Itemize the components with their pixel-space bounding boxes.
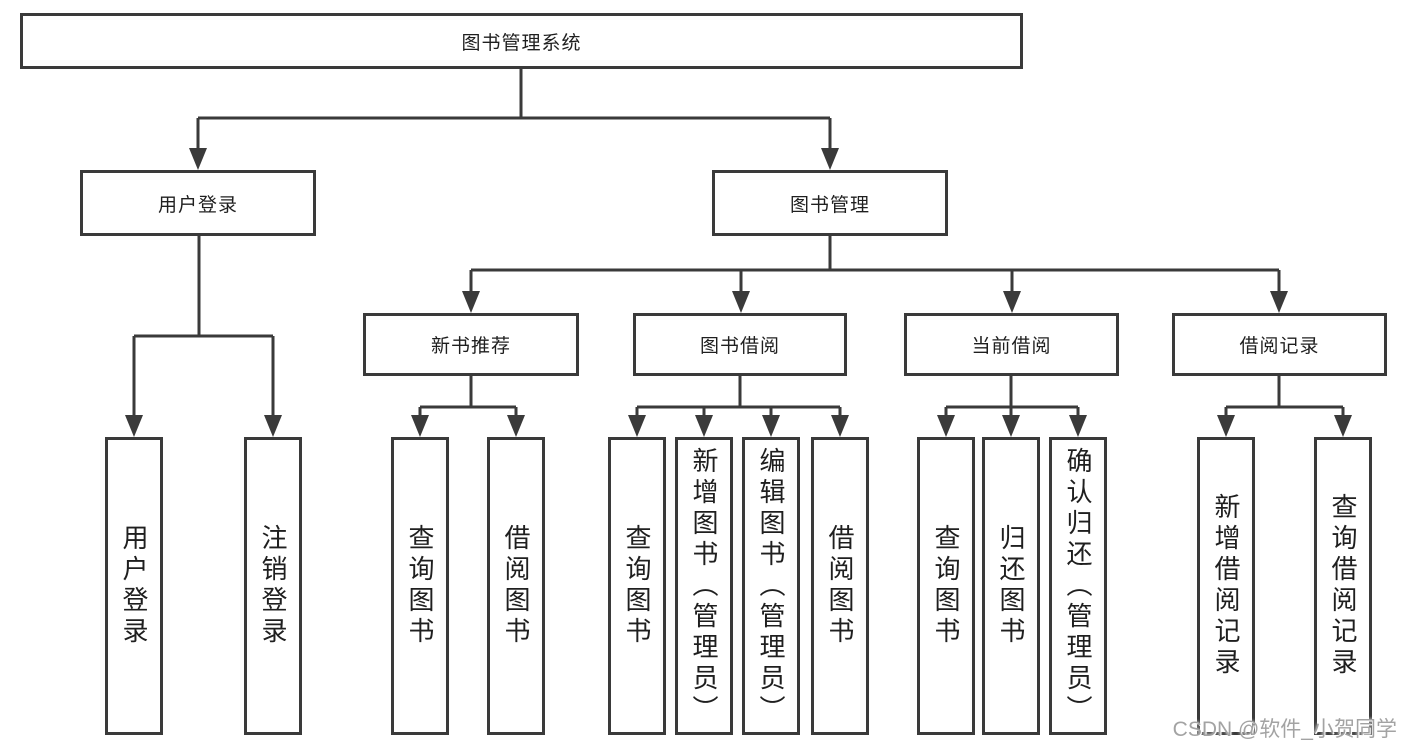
arrowhead-icon: [189, 148, 207, 170]
arrowhead-icon: [821, 148, 839, 170]
arrowhead-icon: [1003, 291, 1021, 313]
leaf-current-confirm-admin: 确认归还（管理员）: [1049, 437, 1107, 735]
leaf-borrow-edit-admin: 编辑图书（管理员）: [742, 437, 800, 735]
connector-user-login: [132, 236, 275, 417]
leaf-record-add: 新增借阅记录: [1197, 437, 1255, 735]
leaf-logout: 注销登录: [244, 437, 302, 735]
arrowhead-icon: [462, 291, 480, 313]
connector-root: [196, 69, 832, 150]
leaf-label: 归还图书: [996, 524, 1026, 648]
node-new-book-recommend: 新书推荐: [363, 313, 579, 376]
node-user-login-group: 用户登录: [80, 170, 316, 236]
connector-new-book: [418, 376, 518, 417]
arrowhead-icon: [831, 415, 849, 437]
arrowhead-icon: [507, 415, 525, 437]
leaf-label: 借阅图书: [501, 524, 531, 648]
leaf-current-return: 归还图书: [982, 437, 1040, 735]
leaf-label: 用户登录: [119, 524, 149, 648]
node-label: 用户登录: [157, 194, 238, 216]
leaf-user-login: 用户登录: [105, 437, 163, 735]
leaf-label: 注销登录: [258, 524, 288, 648]
node-root-label: 图书管理系统: [461, 32, 582, 54]
arrowhead-icon: [695, 415, 713, 437]
arrowhead-icon: [1334, 415, 1352, 437]
node-label: 图书管理: [789, 194, 870, 216]
arrowhead-icon: [411, 415, 429, 437]
leaf-label: 查询图书: [622, 524, 652, 648]
node-label: 当前借阅: [971, 336, 1052, 357]
connector-borrow-record: [1224, 376, 1345, 417]
leaf-newbook-query: 查询图书: [391, 437, 449, 735]
node-book-management: 图书管理: [712, 170, 948, 236]
arrowhead-icon: [732, 291, 750, 313]
leaf-label: 借阅图书: [825, 524, 855, 648]
leaf-label: 新增借阅记录: [1211, 493, 1241, 679]
arrowhead-icon: [125, 415, 143, 437]
connector-book-management: [469, 236, 1281, 293]
arrowhead-icon: [264, 415, 282, 437]
arrowhead-icon: [762, 415, 780, 437]
node-book-borrow: 图书借阅: [633, 313, 847, 376]
arrowhead-icon: [1002, 415, 1020, 437]
leaf-label: 查询借阅记录: [1328, 493, 1358, 679]
node-label: 新书推荐: [430, 336, 511, 357]
arrowhead-icon: [628, 415, 646, 437]
arrowhead-icon: [1069, 415, 1087, 437]
node-root: 图书管理系统: [20, 13, 1023, 69]
leaf-label: 编辑图书（管理员）: [756, 446, 786, 726]
arrowhead-icon: [1217, 415, 1235, 437]
node-label: 图书借阅: [699, 336, 780, 357]
leaf-newbook-borrow: 借阅图书: [487, 437, 545, 735]
leaf-borrow-add-admin: 新增图书（管理员）: [675, 437, 733, 735]
arrowhead-icon: [937, 415, 955, 437]
watermark: CSDN @软件_小贺同学: [1172, 718, 1397, 741]
leaf-borrow-query: 查询图书: [608, 437, 666, 735]
leaf-label: 查询图书: [405, 524, 435, 648]
arrowhead-icon: [1270, 291, 1288, 313]
leaf-record-query: 查询借阅记录: [1314, 437, 1372, 735]
leaf-label: 确认归还（管理员）: [1063, 446, 1093, 726]
connector-current-borrow: [944, 376, 1080, 417]
node-label: 借阅记录: [1239, 336, 1320, 357]
leaf-borrow-book: 借阅图书: [811, 437, 869, 735]
leaf-current-query: 查询图书: [917, 437, 975, 735]
node-current-borrow: 当前借阅: [904, 313, 1119, 376]
leaf-label: 查询图书: [931, 524, 961, 648]
connector-book-borrow: [635, 376, 842, 417]
node-borrow-record: 借阅记录: [1172, 313, 1387, 376]
leaf-label: 新增图书（管理员）: [689, 446, 719, 726]
